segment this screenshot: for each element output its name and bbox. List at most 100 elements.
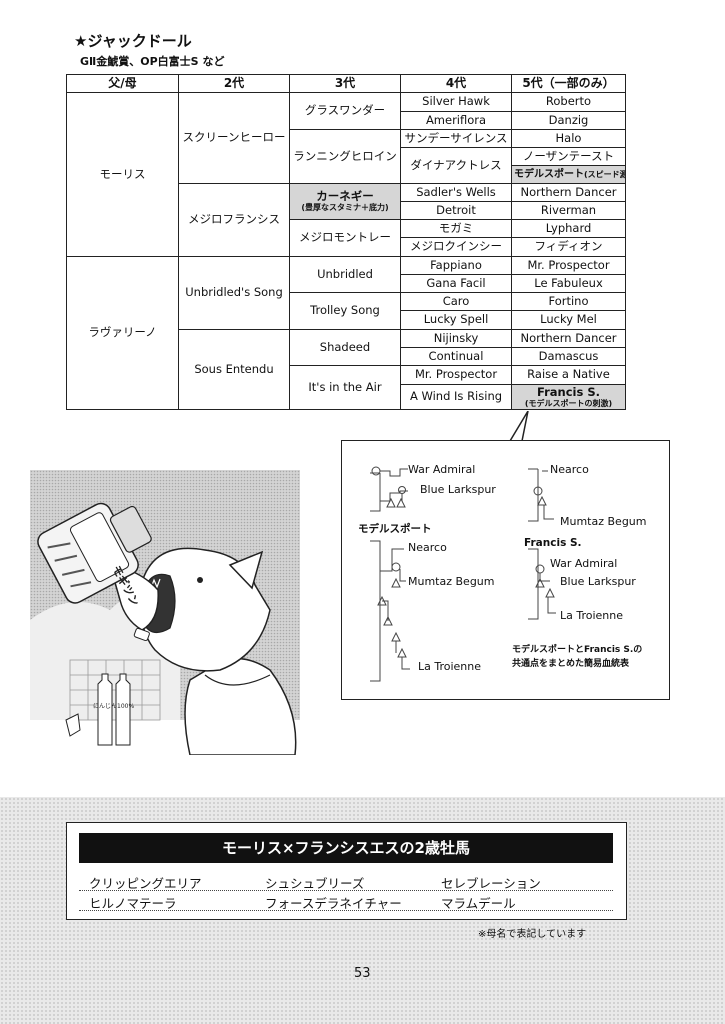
horse-item: フォースデラネイチャー (265, 896, 402, 911)
right-la-troienne: La Troienne (560, 609, 624, 622)
pedigree-lines (370, 466, 556, 682)
gen5-cell: Fortino (511, 292, 626, 312)
left-war-admiral: War Admiral (408, 463, 476, 476)
gen5-cell: Halo (511, 128, 626, 149)
horse-item: クリッピングエリア (89, 876, 202, 891)
table-row: Trolley Song Caro Fortino (67, 292, 626, 330)
horse-item: セレブレーション (441, 876, 541, 891)
right-nearco: Nearco (550, 463, 589, 476)
horse-item: シュシュブリーズ (265, 876, 365, 891)
table-row: ランニングヒロイン サンデーサイレンス Halo (67, 128, 626, 184)
carnegie-name: カーネギー (316, 189, 374, 204)
horse-item: マラムデール (441, 896, 516, 911)
gen3-cell: グラスワンダー (289, 92, 401, 130)
francis-name: Francis S. (537, 384, 600, 399)
header-sire-dam: 父/母 (66, 73, 179, 94)
gen2-cell: Sous Entendu (178, 328, 290, 411)
page-subtitle: GⅡ金鯱賞、OP白富士S など (80, 55, 225, 68)
gen3-cell: Unbridled (289, 255, 401, 294)
gen3-cell: ランニングヒロイン (289, 128, 401, 184)
table-row: メジロクインシー フィディオン (67, 237, 626, 257)
header-gen2: 2代 (178, 73, 290, 94)
table-row: Detroit Riverman (67, 200, 626, 221)
gen4-cell: Mr. Prospector (400, 365, 512, 385)
gen2-cell: Unbridled's Song (178, 255, 290, 330)
gen4-cell: Silver Hawk (400, 92, 512, 112)
gen4-cell: ダイナアクトレス (400, 147, 512, 184)
table-row: ダイナアクトレス ノーザンテースト (67, 147, 626, 184)
gen5-cell: Le Fabuleux (511, 273, 626, 294)
right-war-admiral: War Admiral (550, 557, 618, 570)
model-sport-note: (スピード源) (584, 169, 625, 179)
gen5-cell: Mr. Prospector (511, 255, 626, 275)
table-row: メジロモントレー モガミ Lyphard (67, 219, 626, 257)
foals-heading: モーリス×フランシスエスの2歳牡馬 (79, 833, 613, 863)
table-header-row: 父/母 2代 3代 4代 5代（一部のみ） (66, 73, 626, 94)
gen5-cell: Danzig (511, 110, 626, 130)
francis-note: (モデルスポートの刺激) (524, 398, 613, 408)
gen5-cell: Raise a Native (511, 365, 626, 385)
table-row: It's in the Air Mr. Prospector Raise a N… (67, 365, 626, 410)
gen3-cell: メジロモントレー (289, 219, 401, 257)
gen4-cell: サンデーサイレンス (400, 128, 512, 149)
header-gen3: 3代 (289, 73, 401, 94)
gen5-cell: Lucky Mel (511, 310, 626, 330)
table-row: A Wind Is Rising Francis S. (モデルスポートの刺激) (67, 383, 626, 410)
gen3-cell: Trolley Song (289, 292, 401, 330)
gen5-cell-highlight: Francis S. (モデルスポートの刺激) (511, 383, 626, 410)
gen5-cell: Northern Dancer (511, 328, 626, 348)
table-row: Lucky Spell Lucky Mel (67, 310, 626, 330)
foals-box: モーリス×フランシスエスの2歳牡馬 クリッピングエリア シュシュブリーズ セレブ… (66, 822, 627, 920)
table-row: ラヴァリーノ Unbridled's Song Unbridled Fappia… (66, 255, 626, 411)
left-mumtaz-begum: Mumtaz Begum (408, 575, 495, 588)
callout-caption-line1: モデルスポートとFrancis S.の (512, 645, 643, 655)
gen4-cell: モガミ (400, 219, 512, 239)
page-number: 53 (354, 966, 371, 981)
divider (79, 890, 613, 891)
pedigree-table: 父/母 2代 3代 4代 5代（一部のみ） モーリス スクリーンヒーロー グラス… (66, 73, 626, 411)
gen5-cell: Lyphard (511, 219, 626, 239)
header-gen5: 5代（一部のみ） (511, 73, 626, 94)
sire-cell: モーリス (66, 92, 179, 257)
gen2-cell: メジロフランシス (178, 182, 290, 257)
left-la-troienne: La Troienne (418, 660, 482, 673)
gen4-cell: Detroit (400, 200, 512, 221)
gen3-cell-highlight: カーネギー (豊厚なスタミナ＋底力) (289, 182, 401, 221)
gen4-cell: メジロクインシー (400, 237, 512, 257)
gen5-cell: Northern Dancer (511, 182, 626, 202)
gen5-cell: ノーザンテースト (511, 147, 626, 167)
gen4-cell: Sadler's Wells (400, 182, 512, 202)
gen5-cell: Damascus (511, 346, 626, 367)
gen4-cell: Nijinsky (400, 328, 512, 348)
table-row: Gana Facil Le Fabuleux (67, 273, 626, 294)
table-row: Continual Damascus (67, 346, 626, 367)
header-gen4: 4代 (400, 73, 512, 94)
dam-cell: ラヴァリーノ (66, 255, 179, 411)
gen3-cell: It's in the Air (289, 365, 401, 410)
gen2-cell: スクリーンヒーロー (178, 92, 290, 184)
right-francis-label: Francis S. (524, 537, 582, 549)
bulldog-illustration: モギツン にんじん100% (30, 470, 300, 755)
callout-caption-line2: 共通点をまとめた簡易血統表 (512, 659, 630, 669)
table-row: Sous Entendu Shadeed Nijinsky Northern D… (67, 328, 626, 411)
gen5-cell: フィディオン (511, 237, 626, 257)
footnote: ※母名で表記しています (478, 929, 587, 940)
gen4-cell: Ameriflora (400, 110, 512, 130)
gen4-cell: Caro (400, 292, 512, 312)
gen4-cell: Fappiano (400, 255, 512, 275)
left-blue-larkspur: Blue Larkspur (420, 483, 496, 496)
gen3-cell: Shadeed (289, 328, 401, 367)
model-sport-name: モデルスポート (514, 168, 584, 180)
page-title: ★ジャックドール (74, 32, 192, 50)
gen4-cell: Continual (400, 346, 512, 367)
gen4-cell: Lucky Spell (400, 310, 512, 330)
horse-item: ヒルノマテーラ (89, 896, 177, 911)
gen4-cell: A Wind Is Rising (400, 383, 512, 410)
gen4-cell: Gana Facil (400, 273, 512, 294)
left-model-sport-label: モデルスポート (358, 523, 432, 535)
table-row: モーリス スクリーンヒーロー グラスワンダー Silver Hawk Rober… (66, 92, 626, 257)
gen5-cell: Roberto (511, 92, 626, 112)
small-bottle-label: にんじん100% (93, 703, 134, 710)
right-blue-larkspur: Blue Larkspur (560, 575, 636, 588)
carnegie-note: (豊厚なスタミナ＋底力) (301, 203, 389, 213)
